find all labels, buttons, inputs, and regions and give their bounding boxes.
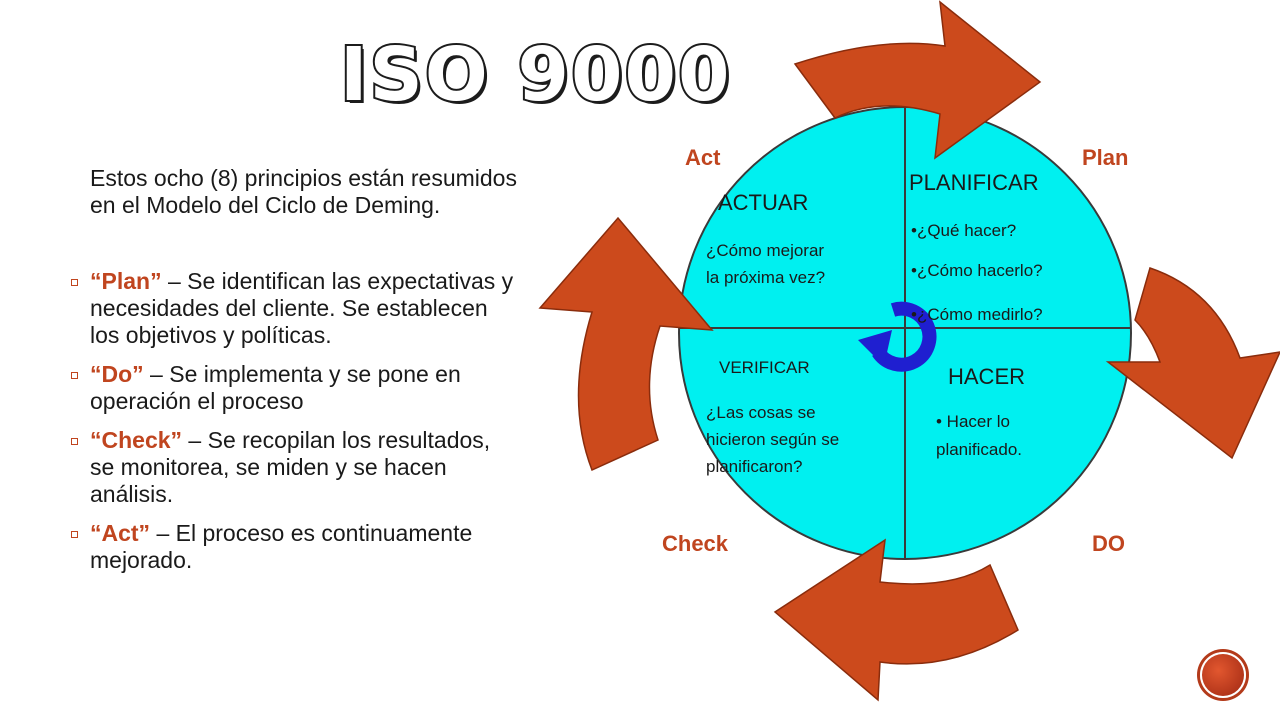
square-bullet-icon (71, 438, 78, 445)
square-bullet-icon (71, 372, 78, 379)
description-act: – El proceso es continuamente mejorado. (90, 520, 473, 573)
list-item-plan: “Plan” – Se identifican las expectativas… (68, 268, 518, 349)
verificar-heading: VERIFICAR (719, 358, 810, 377)
hacer-line-1: • Hacer lo (936, 412, 1010, 431)
planificar-item-1: •¿Qué hacer? (911, 221, 1016, 240)
actuar-heading: ACTUAR (718, 190, 808, 215)
planificar-item-2: •¿Cómo hacerlo? (911, 261, 1043, 280)
description-do: – Se implementa y se pone en operación e… (90, 361, 461, 414)
bottom-arrow-icon (773, 538, 1019, 702)
description-check: – Se recopilan los resultados, se monito… (90, 427, 491, 507)
label-check: Check (662, 531, 729, 556)
principles-list: “Plan” – Se identifican las expectativas… (68, 268, 518, 586)
square-bullet-icon (71, 279, 78, 286)
label-do: DO (1092, 531, 1125, 556)
planificar-heading: PLANIFICAR (909, 170, 1039, 195)
cycle-icon (858, 301, 937, 372)
verificar-line-2: hicieron según se (706, 430, 839, 449)
intro-text: Estos ocho (8) principios están resumido… (90, 165, 517, 218)
verificar-line-1: ¿Las cosas se (706, 403, 816, 422)
term-plan: “Plan” (90, 268, 162, 294)
description-plan: – Se identifican las expectativas y nece… (90, 268, 514, 348)
list-item-act: “Act” – El proceso es continuamente mejo… (68, 520, 518, 574)
label-plan: Plan (1082, 145, 1128, 170)
label-act: Act (685, 145, 721, 170)
left-arrow-icon (538, 216, 714, 472)
corner-badge-icon (1200, 652, 1246, 698)
top-arrow-icon (793, 0, 1042, 160)
list-item-do: “Do” – Se implementa y se pone en operac… (68, 361, 518, 415)
list-item-check: “Check” – Se recopilan los resultados, s… (68, 427, 518, 508)
term-act: “Act” (90, 520, 151, 546)
actuar-line-2: la próxima vez? (706, 268, 825, 287)
hacer-line-2: planificado. (936, 440, 1022, 459)
square-bullet-icon (71, 531, 78, 538)
term-check: “Check” (90, 427, 183, 453)
planificar-item-3: •¿Cómo medirlo? (911, 305, 1043, 324)
term-do: “Do” (90, 361, 144, 387)
slide-title: ISO 9000 (338, 32, 732, 118)
verificar-line-3: planificaron? (706, 457, 802, 476)
right-arrow-icon (1105, 267, 1280, 460)
actuar-line-1: ¿Cómo mejorar (706, 241, 824, 260)
hacer-heading: HACER (948, 364, 1025, 389)
